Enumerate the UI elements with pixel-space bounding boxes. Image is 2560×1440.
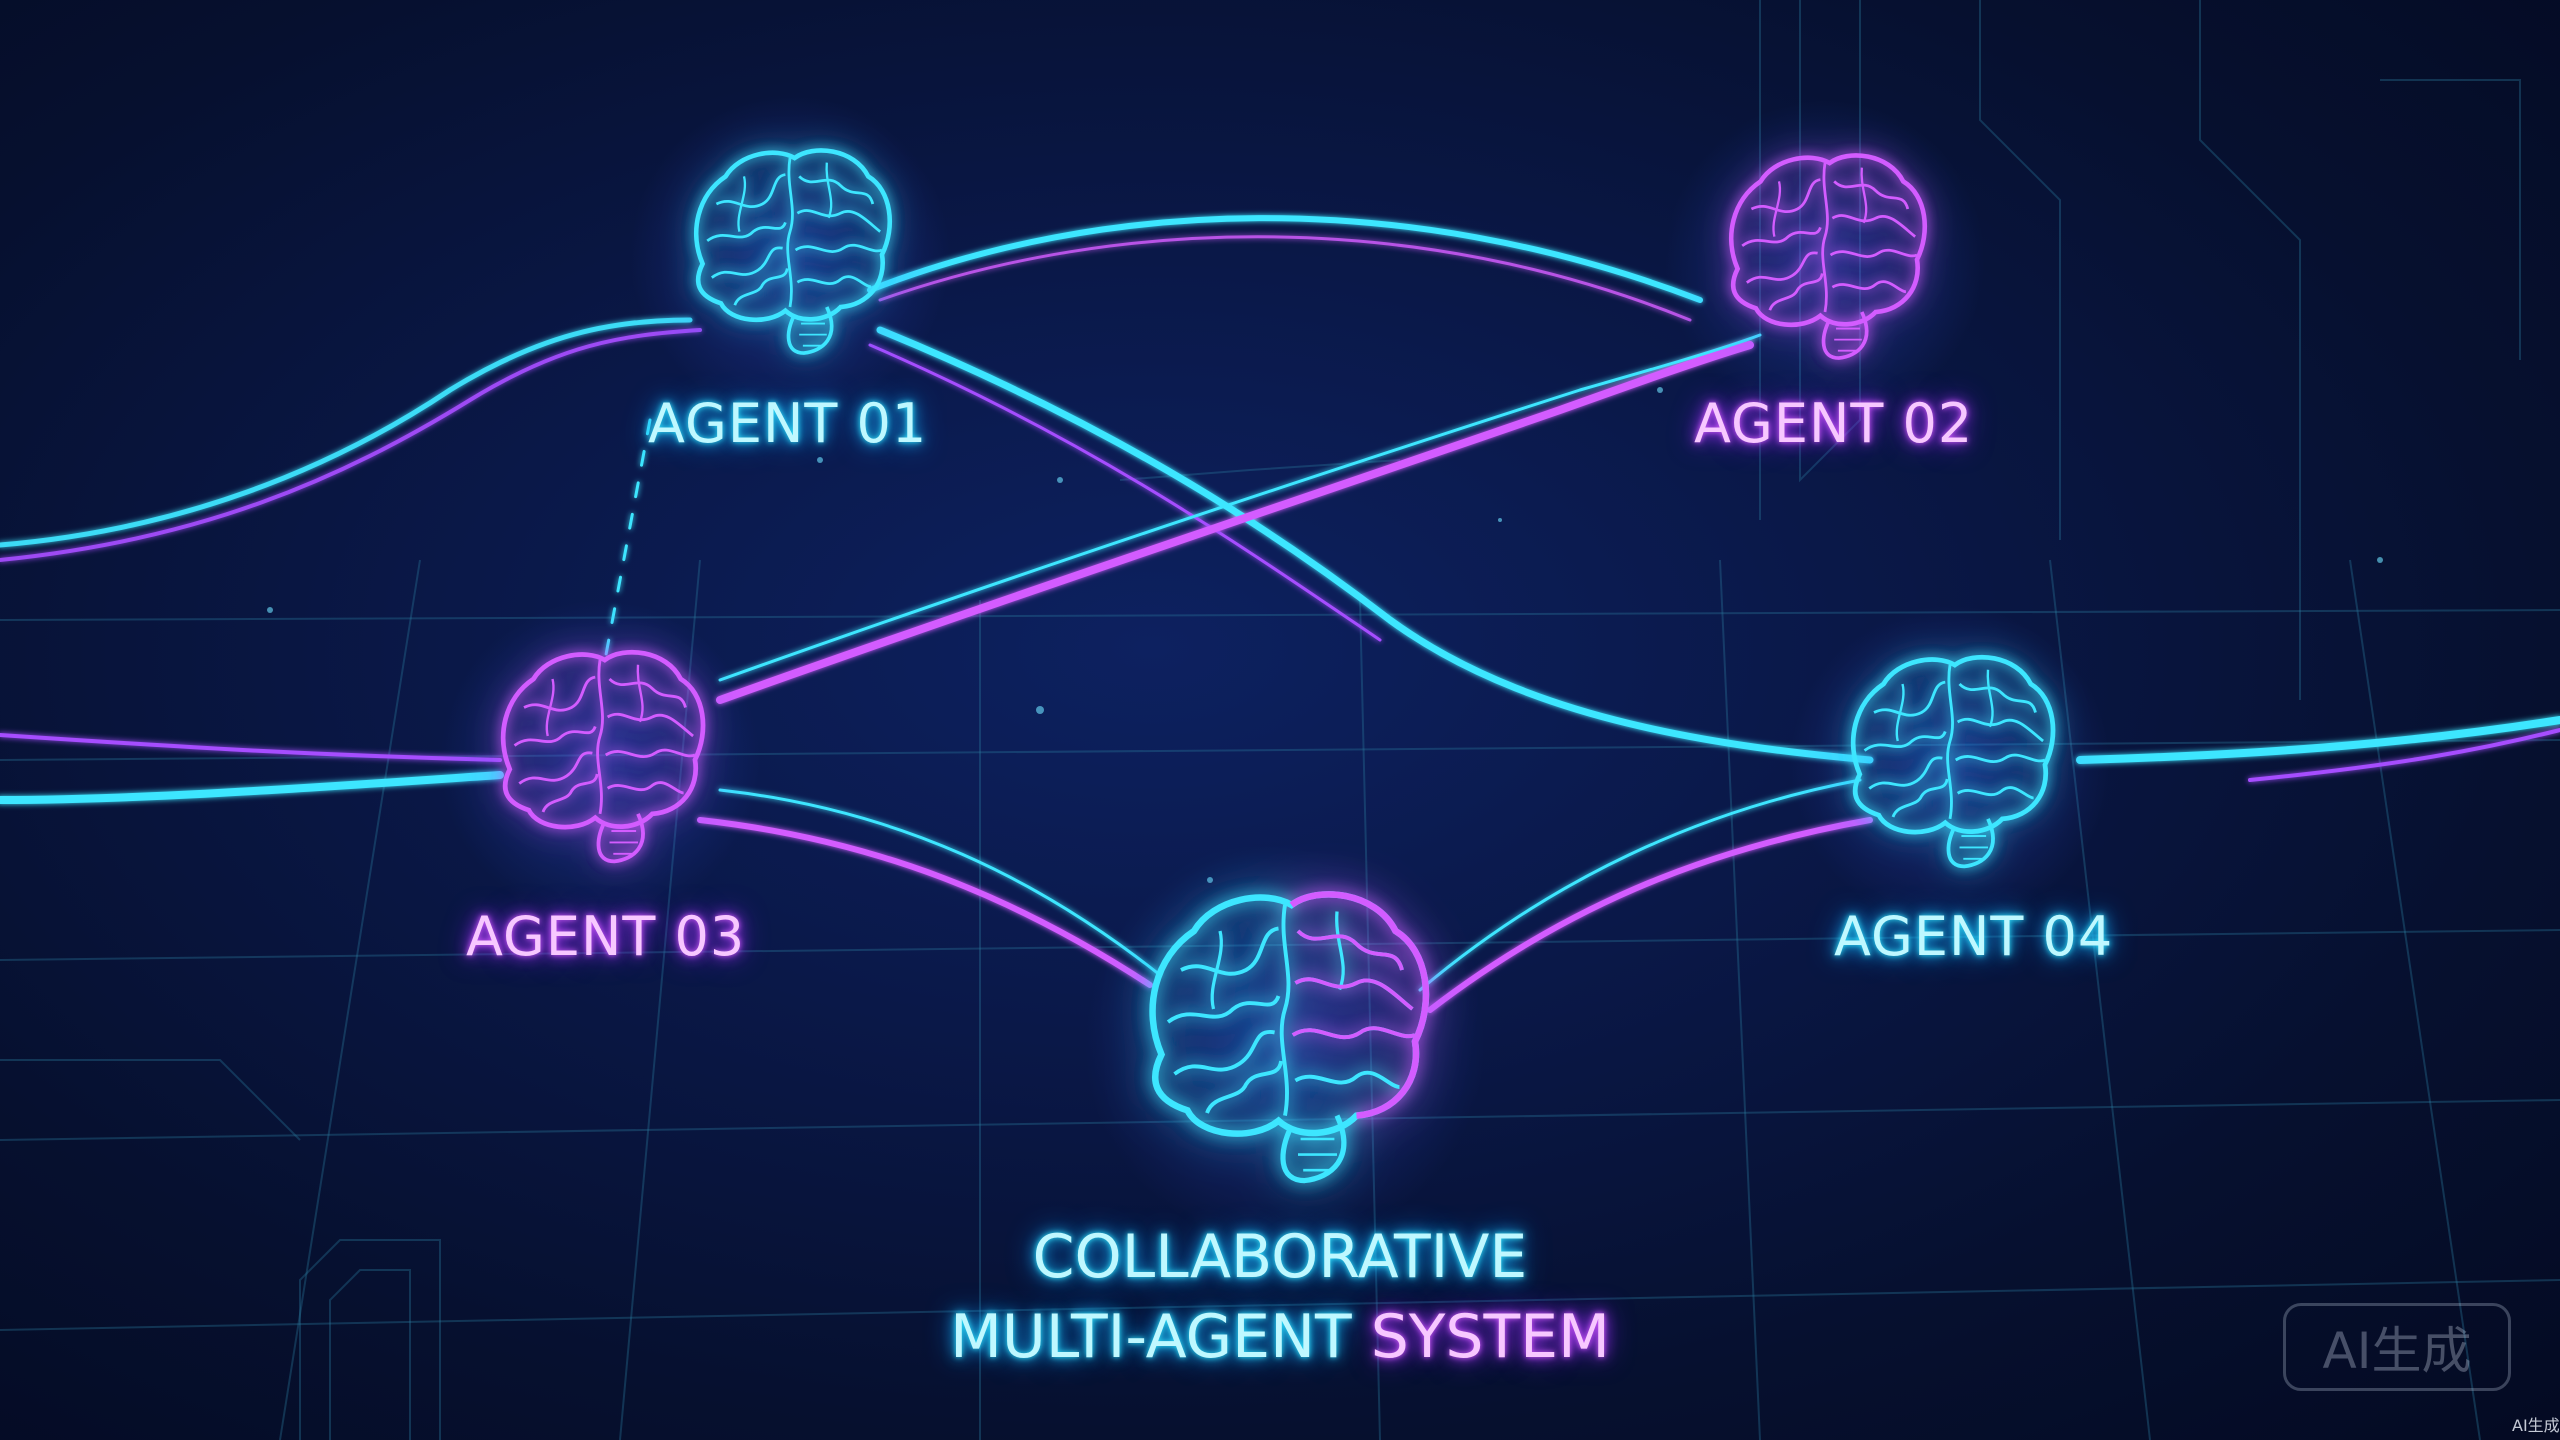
link-agent03-agent02 (716, 341, 1754, 704)
stream-right (2076, 716, 2560, 764)
stream-right-purple (2248, 728, 2560, 782)
diagram-title-line1: COLLABORATIVE (1032, 1222, 1528, 1292)
ai-generated-badge: AI生成 (2283, 1303, 2511, 1391)
stream-left-lower (0, 771, 504, 804)
connection-lines (0, 215, 2560, 1013)
link-agent01-agent03 (603, 418, 652, 662)
link-agent03-hub (697, 817, 1153, 988)
agent-04-label: AGENT 04 (1834, 905, 2114, 968)
agent-02-label: AGENT 02 (1694, 392, 1974, 455)
link-agent01-agent02 (867, 215, 1703, 303)
ai-generated-mark: AI生成 (2512, 1416, 2560, 1435)
stream-left-lower-purple (0, 733, 502, 762)
stream-left-upper (0, 317, 693, 548)
stream-left-upper-purple (0, 328, 702, 562)
link-agent01-agent04 (876, 326, 1874, 764)
agent-01-label: AGENT 01 (648, 392, 928, 455)
title-system: SYSTEM (1370, 1302, 1610, 1372)
link-agent04-hub (1427, 817, 1873, 1013)
title-multi-agent: MULTI-AGENT (950, 1302, 1352, 1372)
agent-03-label: AGENT 03 (466, 905, 746, 968)
diagram-title-line2: MULTI-AGENT SYSTEM (0, 1302, 2560, 1372)
hub-node (1153, 894, 1426, 1180)
